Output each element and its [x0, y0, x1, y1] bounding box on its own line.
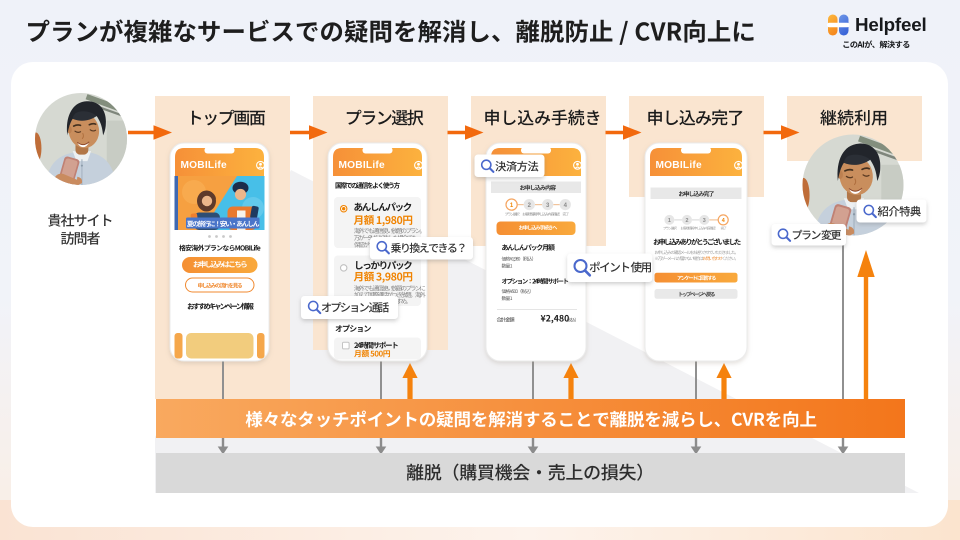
svg-text:3: 3	[546, 203, 550, 209]
svg-text:4: 4	[722, 218, 725, 224]
svg-text:1: 1	[668, 218, 671, 224]
svg-text:Helpfeel: Helpfeel	[855, 14, 926, 35]
svg-text:2: 2	[528, 203, 532, 209]
svg-text:MOBILife: MOBILife	[181, 160, 227, 171]
svg-text:MOBILife: MOBILife	[339, 160, 385, 171]
svg-text:3: 3	[703, 218, 706, 224]
svg-text:1: 1	[510, 203, 514, 209]
svg-text:4: 4	[564, 203, 568, 209]
svg-text:MOBILife: MOBILife	[656, 160, 702, 171]
svg-text:2: 2	[686, 218, 689, 224]
